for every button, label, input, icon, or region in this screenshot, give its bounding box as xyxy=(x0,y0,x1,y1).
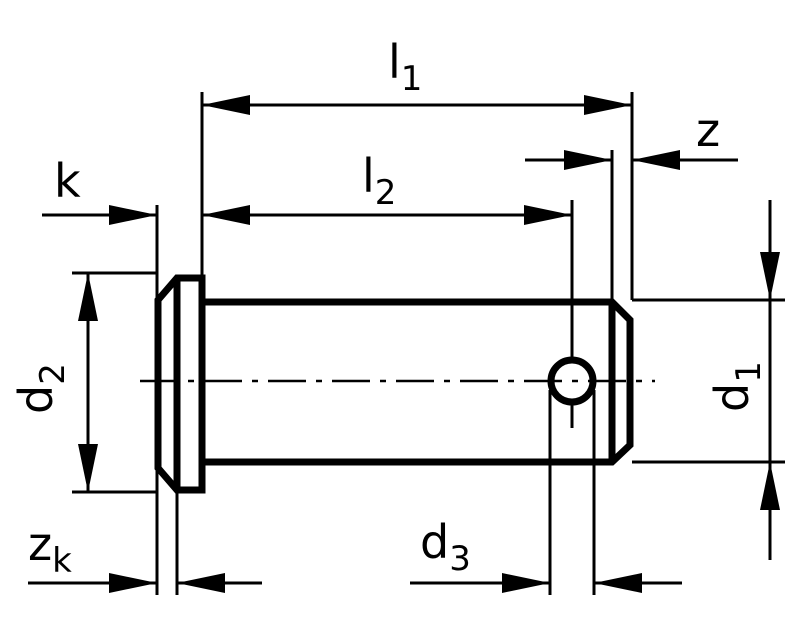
label-d3: d3 xyxy=(420,515,471,579)
pin-body xyxy=(154,274,634,494)
label-l2: l2 xyxy=(362,149,396,213)
dimension-l2 xyxy=(202,205,572,225)
label-zk: zk xyxy=(28,517,72,581)
dimension-d2 xyxy=(78,273,98,492)
dimension-zk xyxy=(28,573,262,593)
label-d1: d1 xyxy=(705,361,769,412)
dimension-d1 xyxy=(760,200,780,560)
dimension-d3 xyxy=(410,573,682,593)
dimension-k xyxy=(42,205,210,225)
label-l1: l1 xyxy=(388,35,422,99)
extension-lines xyxy=(72,92,785,595)
label-d2: d2 xyxy=(9,363,73,414)
label-k: k xyxy=(54,154,81,208)
dimension-z xyxy=(525,150,738,170)
pin-shank xyxy=(202,298,634,466)
dimension-l1 xyxy=(202,95,632,115)
label-z: z xyxy=(696,103,720,157)
